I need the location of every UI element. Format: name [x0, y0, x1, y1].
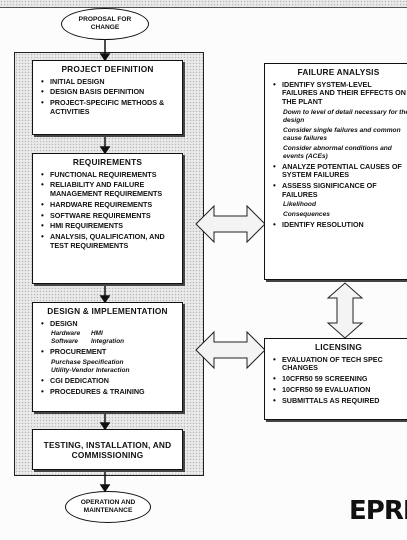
arrowhead: [99, 422, 111, 431]
start-oval-proposal: PROPOSAL FOR CHANGE: [61, 8, 149, 40]
design-sub-row-1: Hardware HMI: [33, 330, 182, 338]
list-item: INITIAL DESIGN: [41, 77, 178, 87]
arrowhead: [99, 484, 111, 493]
list-item: HMI REQUIREMENTS: [41, 222, 178, 231]
design-sub-software: Software: [51, 338, 78, 346]
design-sub-hmi: HMI: [91, 330, 103, 338]
failure-sub-item: Consider abnormal conditions and events …: [283, 144, 392, 160]
list-item: PROJECT-SPECIFIC METHODS & ACTIVITIES: [41, 98, 178, 116]
epri-logo: EPRI: [349, 496, 407, 526]
list-item: ANALYSIS, QUALIFICATION, AND TEST REQUIR…: [41, 232, 178, 250]
list-item: RELIABILITY AND FAILURE MANAGEMENT REQUI…: [41, 181, 178, 198]
double-arrow-failure-licensing: [326, 282, 364, 339]
project-definition-box: PROJECT DEFINITION INITIAL DESIGN DESIGN…: [32, 60, 183, 135]
design-title: DESIGN & IMPLEMENTATION: [47, 306, 168, 316]
end-label-line1: OPERATION AND: [80, 499, 136, 506]
testing-box: TESTING, INSTALLATION, AND COMMISSIONING: [32, 429, 183, 470]
design-implementation-box: DESIGN & IMPLEMENTATION DESIGN Hardware …: [32, 302, 183, 412]
failure-sub-item: Likelihood: [283, 201, 316, 209]
list-item: 10CFR50 59 SCREENING: [273, 374, 407, 384]
failure-sub-item: Consider single failures and common caus…: [283, 126, 401, 142]
failure-analysis-title: FAILURE ANALYSIS: [297, 67, 380, 77]
list-item: PROCEDURES & TRAINING: [41, 387, 178, 397]
top-border-strip: [0, 0, 407, 7]
design-sub-integration: Integration: [91, 338, 125, 346]
design-sub-hardware: Hardware: [51, 330, 81, 338]
list-item: EVALUATION OF TECH SPEC CHANGES: [273, 355, 407, 373]
failure-sub-item: Consequences: [283, 211, 330, 219]
testing-line1: TESTING, INSTALLATION, AND: [43, 440, 172, 450]
list-item: DESIGN: [41, 319, 178, 329]
list-item: ASSESS SIGNIFICANCE OF FAILURES: [273, 181, 407, 199]
list-item: PROCUREMENT: [41, 348, 178, 357]
requirements-box: REQUIREMENTS FUNCTIONAL REQUIREMENTS REL…: [32, 153, 183, 284]
list-item: HARDWARE REQUIREMENTS: [41, 200, 178, 210]
licensing-box: LICENSING EVALUATION OF TECH SPEC CHANGE…: [264, 338, 407, 420]
failure-sub-item: Down to level of detail necessary for th…: [283, 108, 407, 124]
arrowhead: [99, 295, 111, 304]
top-border-line: [0, 7, 407, 8]
list-item: ANALYZE POTENTIAL CAUSES OF SYSTEM FAILU…: [273, 162, 407, 180]
list-item: CGI DEDICATION: [41, 377, 178, 386]
list-item: FUNCTIONAL REQUIREMENTS: [41, 170, 178, 180]
double-arrow-design-licensing: [195, 330, 266, 370]
procurement-sub: Utility-Vendor Interaction: [51, 367, 130, 375]
arrowhead: [99, 53, 111, 62]
list-item: IDENTIFY SYSTEM-LEVEL FAILURES AND THEIR…: [273, 80, 407, 107]
end-label-line2: MAINTENANCE: [83, 507, 133, 514]
list-item: SOFTWARE REQUIREMENTS: [41, 211, 178, 221]
requirements-title: REQUIREMENTS: [72, 157, 143, 167]
end-oval-operation: OPERATION AND MAINTENANCE: [65, 491, 151, 523]
arrowhead: [99, 146, 111, 155]
procurement-sub: Purchase Specification: [51, 359, 124, 367]
start-label-line1: PROPOSAL FOR: [78, 16, 132, 23]
list-item: DESIGN BASIS DEFINITION: [41, 88, 178, 97]
project-definition-title: PROJECT DEFINITION: [61, 64, 154, 74]
double-arrow-requirements-failure: [195, 204, 266, 244]
licensing-title: LICENSING: [315, 342, 362, 352]
list-item: 10CFR50 59 EVALUATION: [273, 385, 407, 395]
list-item: IDENTIFY RESOLUTION: [273, 221, 407, 230]
list-item: SUBMITTALS AS REQUIRED: [273, 396, 407, 406]
testing-title: TESTING, INSTALLATION, AND COMMISSIONING: [33, 440, 182, 460]
testing-line2: COMMISSIONING: [71, 450, 144, 460]
start-label-line2: CHANGE: [90, 24, 120, 31]
design-sub-row-2: Software Integration: [33, 338, 182, 346]
failure-analysis-box: FAILURE ANALYSIS IDENTIFY SYSTEM-LEVEL F…: [264, 63, 407, 280]
